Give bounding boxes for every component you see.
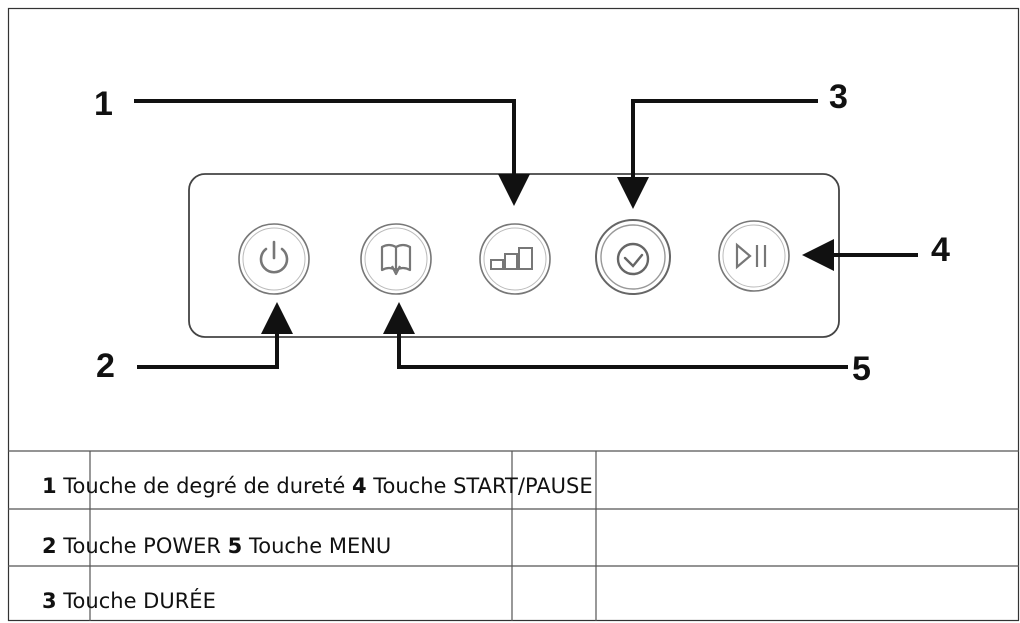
callout-1: 1 <box>94 85 113 123</box>
legend-number: 4 <box>351 474 367 498</box>
leader-line-2 <box>137 302 293 369</box>
legend-row-1: 1 Touche de degré de dureté 4 Touche STA… <box>42 474 593 498</box>
legend-text: Touche de degré de dureté <box>56 474 352 498</box>
legend-table-grid <box>8 450 1019 621</box>
legend-number: 2 <box>42 534 57 558</box>
legend-text: Touche START/PAUSE <box>366 474 593 498</box>
hardness-button[interactable] <box>479 223 551 295</box>
legend-row-3: 3 Touche DURÉE <box>42 589 216 613</box>
callout-4: 4 <box>931 231 950 269</box>
menu-button[interactable] <box>360 223 432 295</box>
leader-line-5 <box>383 302 848 369</box>
legend-number: 3 <box>42 589 57 613</box>
legend-number: 5 <box>227 534 243 558</box>
hardness-bars-icon <box>490 247 533 270</box>
callout-3: 3 <box>829 78 848 116</box>
legend-number: 1 <box>42 474 57 498</box>
power-button[interactable] <box>238 223 310 295</box>
callout-5: 5 <box>852 350 871 388</box>
leader-line-1 <box>134 99 530 206</box>
legend-text: Touche MENU <box>242 534 392 558</box>
book-icon <box>380 243 412 276</box>
callout-2: 2 <box>96 347 115 385</box>
play-pause-icon <box>735 242 767 270</box>
start-pause-button[interactable] <box>718 220 790 292</box>
power-icon <box>259 240 289 274</box>
timer-icon <box>616 242 650 276</box>
legend-row-2: 2 Touche POWER 5 Touche MENU <box>42 534 391 558</box>
legend-text: Touche POWER <box>56 534 228 558</box>
legend-text: Touche DURÉE <box>56 589 216 613</box>
timer-button[interactable] <box>595 219 671 295</box>
leader-line-3 <box>617 99 818 209</box>
outer-frame <box>7 7 1020 622</box>
